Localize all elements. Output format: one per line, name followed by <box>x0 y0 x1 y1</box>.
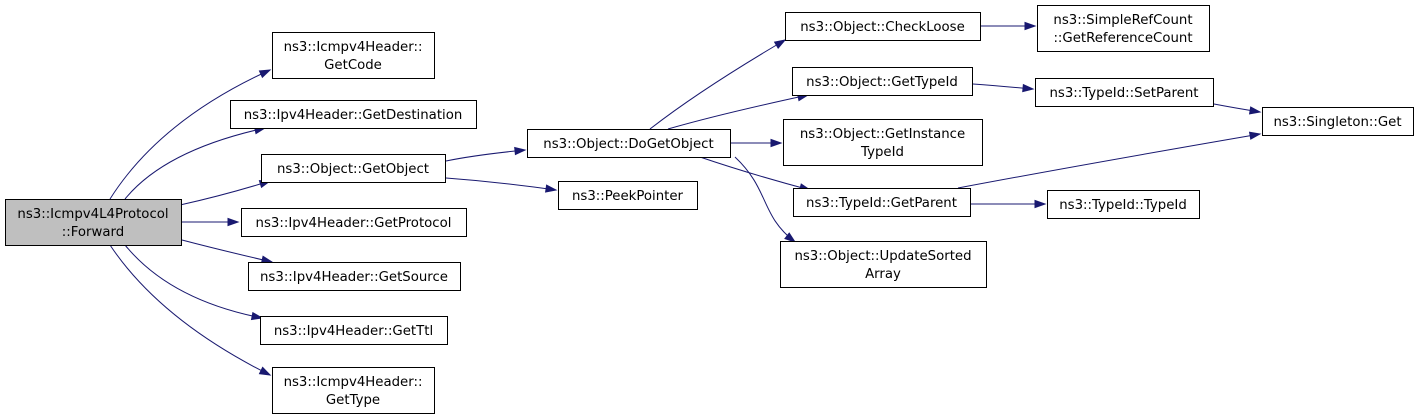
node-label: ns3::Singleton::Get <box>1273 115 1401 130</box>
node-label: GetType <box>326 393 380 408</box>
edge-root-to-get-source <box>181 239 274 264</box>
node-label: ns3::Object::CheckLoose <box>800 20 965 35</box>
node-label: ns3::TypeId::TypeId <box>1059 198 1187 213</box>
edge-root-to-get-object <box>179 180 272 206</box>
edge-root-to-get-type <box>109 244 272 376</box>
edge-typeid-set-parent-to-singleton-get <box>1213 103 1262 115</box>
node-check-loose[interactable]: ns3::Object::CheckLoose <box>785 12 981 41</box>
node-label: ns3::SimpleRefCount <box>1053 13 1192 28</box>
node-label: TypeId <box>860 145 904 160</box>
edge-get-object-to-do-get-object <box>445 146 527 162</box>
node-label: ns3::Ipv4Header::GetProtocol <box>256 216 452 231</box>
node-get-code[interactable]: ns3::Icmpv4Header::GetCode <box>272 32 435 79</box>
node-peek-pointer[interactable]: ns3::PeekPointer <box>558 181 698 210</box>
node-label: ns3::Object::UpdateSorted <box>794 249 971 264</box>
node-typeid-set-parent[interactable]: ns3::TypeId::SetParent <box>1035 78 1214 107</box>
node-label: Array <box>865 267 901 282</box>
edge-root-to-get-ttl <box>124 244 264 321</box>
edge-typeid-get-parent-to-singleton-get <box>957 131 1262 189</box>
node-root: ns3::Icmpv4L4Protocol::Forward <box>5 199 182 246</box>
node-label: ns3::Icmpv4Header:: <box>284 375 423 390</box>
node-get-destination[interactable]: ns3::Ipv4Header::GetDestination <box>230 100 477 129</box>
node-get-reference-count[interactable]: ns3::SimpleRefCount::GetReferenceCount <box>1037 5 1210 52</box>
node-label: ::GetReferenceCount <box>1053 31 1192 46</box>
node-label: ns3::Ipv4Header::GetSource <box>260 270 448 285</box>
node-label: ns3::PeekPointer <box>572 189 684 204</box>
edge-typeid-get-parent-to-typeid-typeid <box>971 199 1047 209</box>
edge-check-loose-to-get-reference-count <box>981 21 1037 31</box>
edge-get-type-id-to-typeid-set-parent <box>972 83 1035 93</box>
node-label: ns3::Object::DoGetObject <box>543 137 713 152</box>
node-label: ns3::Object::GetTypeId <box>806 75 958 90</box>
edge-root-to-get-protocol <box>182 217 240 227</box>
node-label: ::Forward <box>62 225 124 240</box>
node-singleton-get[interactable]: ns3::Singleton::Get <box>1262 107 1414 136</box>
node-label: ns3::Icmpv4L4Protocol <box>17 207 168 222</box>
edge-do-get-object-to-get-instance-type-id <box>730 138 783 148</box>
node-get-source[interactable]: ns3::Ipv4Header::GetSource <box>248 262 461 291</box>
edge-do-get-object-to-update-sorted-array <box>734 156 797 243</box>
node-label: ns3::Object::GetObject <box>277 162 429 177</box>
node-label: ns3::Ipv4Header::GetDestination <box>244 108 463 123</box>
node-label: ns3::Object::GetInstance <box>800 127 965 142</box>
edge-root-to-get-destination <box>124 126 267 200</box>
node-get-type-id[interactable]: ns3::Object::GetTypeId <box>792 67 973 96</box>
node-label: GetCode <box>324 58 382 73</box>
node-do-get-object[interactable]: ns3::Object::DoGetObject <box>527 129 731 158</box>
node-get-type[interactable]: ns3::Icmpv4Header::GetType <box>272 367 435 414</box>
node-get-protocol[interactable]: ns3::Ipv4Header::GetProtocol <box>241 208 467 237</box>
node-label: ns3::TypeId::GetParent <box>806 196 957 211</box>
node-label: ns3::TypeId::SetParent <box>1049 86 1198 101</box>
node-get-ttl[interactable]: ns3::Ipv4Header::GetTtl <box>260 316 448 345</box>
node-typeid-get-parent[interactable]: ns3::TypeId::GetParent <box>793 188 971 217</box>
node-label: ns3::Ipv4Header::GetTtl <box>274 324 433 339</box>
edge-do-get-object-to-check-loose <box>649 39 787 130</box>
node-label: ns3::Icmpv4Header:: <box>284 40 423 55</box>
node-get-object[interactable]: ns3::Object::GetObject <box>261 154 446 183</box>
edge-get-object-to-peek-pointer <box>445 177 558 193</box>
node-typeid-typeid[interactable]: ns3::TypeId::TypeId <box>1047 190 1200 219</box>
edge-root-to-get-code <box>109 69 272 200</box>
nodes: ns3::Icmpv4L4Protocol::Forwardns3::Icmpv… <box>5 5 1414 414</box>
